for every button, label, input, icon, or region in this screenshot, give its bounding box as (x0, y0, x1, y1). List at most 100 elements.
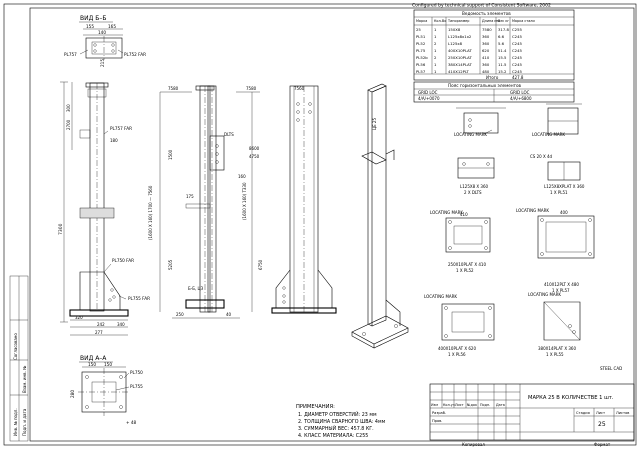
det5-label-b: 1 X PL52 (456, 268, 474, 273)
steel-stamp: STEEL CAD (600, 366, 622, 371)
det7-plate (441, 303, 495, 341)
tb-sheet: Лист (596, 411, 605, 415)
notes-title: ПРИМЕЧАНИЯ: (296, 404, 335, 410)
dim-277: 277 (95, 330, 103, 335)
side-stamp-2: Взам. инв. № (22, 366, 27, 393)
dim-320: 320 (75, 315, 83, 320)
det7-label: 400X10PLAT X 620 (438, 346, 476, 351)
bom-cell: 400X10PLAT (448, 48, 472, 53)
bom-cell: 15.5 (498, 55, 507, 60)
bom-cell: C255 (512, 27, 522, 32)
dim-340: 340 (117, 322, 125, 327)
loc-mark-5: LOCATING MARK (424, 294, 457, 299)
bom-cell: 150X8 (448, 27, 461, 32)
plt55-far-label: PL755 FAR (128, 296, 150, 301)
detail-1: LOCATING MARK (454, 107, 506, 137)
rot-text-b: (1600 X 160) ТЗ30 (242, 182, 247, 220)
rel-h2: GRID LOC (510, 90, 530, 95)
bom-header-0: Марка (416, 19, 427, 23)
bom-cell: PL52b (416, 55, 428, 60)
bom-cell: 15.2 (498, 69, 507, 74)
bom-header-3: Длина мм (482, 19, 500, 23)
loc-mark-1: LOCATING MARK (454, 132, 487, 137)
bom-total-value: 427.8 (512, 75, 524, 80)
det5-label: 250X10PLAT X 410 (448, 262, 486, 267)
tb-sheets: Листов (616, 411, 629, 415)
bom-header-2: Типоразмер (447, 19, 469, 23)
view-a-title: ВИД А–А (80, 355, 107, 362)
dim-front-base: 250 (176, 312, 184, 317)
bom-header-5: Марка стали (512, 19, 535, 23)
loc-mark-2: LOCATING MARK (532, 132, 565, 137)
note-4: 4. КЛАСС МАТЕРИАЛА: С255 (298, 433, 368, 439)
dim-400: 400 (560, 210, 568, 215)
bom-title: Ведомость элементов (462, 11, 511, 16)
det6-plate (537, 215, 595, 259)
bom-cell: 5.6 (498, 41, 505, 46)
bom-cell: 410 (482, 55, 490, 60)
rot-text-a: (1600 X 160) 1700 — 7560 (148, 185, 153, 240)
bom-cell: L125x8 (448, 41, 463, 46)
third-base-plate (271, 307, 337, 314)
plt57-label: PL757 (64, 52, 77, 57)
dim-175: 175 (186, 194, 194, 199)
tb-sheet-number: 25 (598, 421, 606, 428)
bom-header-1: Кол-Во (434, 19, 446, 23)
bom-cell: 51.4 (498, 48, 507, 53)
dim-5205: 5205 (168, 259, 173, 270)
dim-7580-b: 7580 (246, 86, 257, 91)
rel-r1: 4/A/+0070 (418, 96, 440, 101)
inner-frame (29, 7, 635, 442)
detail-3: L125X8 X 360 2 X DLTS (457, 157, 495, 195)
bom-cell: C245 (512, 55, 522, 60)
det4-label-b: 1 X PL51 (550, 190, 568, 195)
dim-8600: 8600 (249, 146, 260, 151)
bom-cell: 1 (434, 62, 437, 67)
iso-label: ЦЕ 25 (372, 118, 377, 130)
dim-155: 155 (86, 24, 94, 29)
bom-cell: C245 (512, 41, 522, 46)
det5-plate (445, 217, 491, 253)
bom-total-label: Итого (486, 75, 499, 80)
side-stamp-1: Согласовано (13, 333, 18, 360)
detail-8: LOCATING MARK 380X14PLAT X 360 1 X PL55 (528, 292, 581, 357)
notes-block: ПРИМЕЧАНИЯ: 1. ДИАМЕТР ОТВЕРСТИЙ: 23 мм … (296, 404, 386, 439)
plt52-far-label: PL752 FAR (124, 52, 146, 57)
plt57-far-label: PL757 FAR (110, 126, 132, 131)
tb-stage: Стадия (576, 411, 590, 415)
dim-160: 160 (238, 174, 246, 179)
bom-header-4: Вес кг (498, 19, 509, 23)
bom-cell: 2 (434, 41, 437, 46)
dim-left-top: 300 (66, 104, 71, 112)
det6-label: 410X12PLT X 480 (544, 282, 579, 287)
note-2: 2. ТОЛЩИНА СВАРНОГО ШВА: 4мм (298, 419, 386, 425)
dim-140: 140 (98, 30, 106, 35)
dim-242: 242 (97, 322, 105, 327)
dim-d1a: Б-Б, ЦЗ (188, 286, 204, 291)
det3-label-b: 2 X DLTS (464, 190, 482, 195)
column-front-base (185, 299, 225, 309)
bom-cell: 410X12PLT (448, 69, 470, 74)
rel-title: Пояс горизонтальных элементов (448, 83, 522, 88)
dim-1500: 1500 (168, 149, 173, 160)
loc-mark-4: LOCATING MARK (516, 208, 549, 213)
bom-cell: 380X14PLAT (448, 62, 472, 67)
dim-6750: 6750 (258, 259, 263, 270)
bom-cell: 25 (416, 27, 421, 32)
bom-cell: L125x8x1x2 (448, 34, 472, 39)
bom-cell: PL56 (416, 62, 426, 67)
bom-cell: 620 (482, 48, 490, 53)
bom-cell: 2 (434, 55, 437, 60)
dim-48: + 48 (126, 420, 137, 425)
column-side-elevation: 7580 (1600 X 160) ТЗ30 8600 4750 160 675… (207, 85, 263, 313)
bom-cell: 317.8 (498, 27, 509, 32)
bom-cell: C245 (512, 34, 522, 39)
dim-side-180: 180 (110, 138, 118, 143)
column-third-view: 7560 (271, 85, 337, 314)
dim-215: 215 (100, 59, 105, 67)
rel-h1: GRID LOC (418, 90, 438, 95)
bom-cell: PL75 (416, 48, 426, 53)
side-stamp-3: Подп. и дата (22, 408, 27, 436)
